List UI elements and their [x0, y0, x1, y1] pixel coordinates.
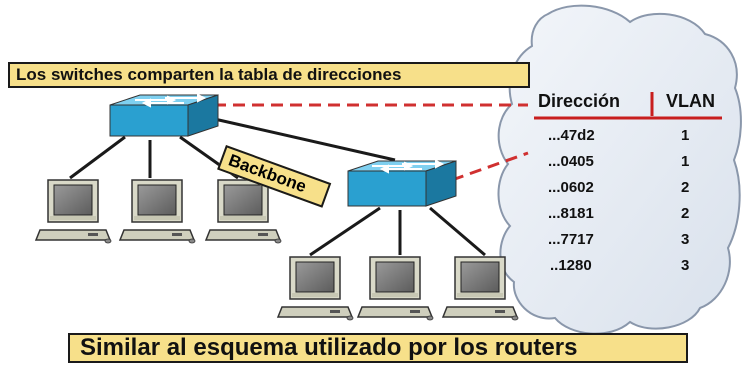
switch-2	[347, 159, 457, 207]
workstation-icon	[357, 256, 434, 321]
switch-1	[109, 93, 219, 137]
workstation-icon	[119, 179, 196, 244]
address-cell: ..1280	[550, 257, 592, 274]
table-header-address: Dirección	[538, 91, 621, 111]
table-header-vlan: VLAN	[666, 91, 715, 111]
switch-2-arrows-icon	[372, 159, 445, 174]
workstation-icon	[277, 256, 354, 321]
switch-1-arrows-icon	[135, 93, 207, 108]
vlan-cell: 1	[681, 127, 690, 144]
address-cell: ...0405	[548, 153, 594, 170]
vlan-cell: 2	[681, 179, 690, 196]
address-cell: ...8181	[548, 205, 594, 222]
address-cell: ...0602	[548, 179, 594, 196]
workstation-icon	[35, 179, 112, 244]
address-table-cloud	[497, 4, 742, 335]
workstation-icon	[205, 179, 282, 244]
vlan-cell: 1	[681, 153, 690, 170]
switch-2-cables	[309, 206, 486, 257]
switch-1-cables	[69, 135, 239, 180]
top-caption: Los switches comparten la tabla de direc…	[8, 62, 530, 88]
address-cell: ...47d2	[548, 127, 595, 144]
dashed-link-lower	[451, 151, 529, 182]
vlan-cell: 2	[681, 205, 690, 222]
vlan-cell: 3	[681, 257, 690, 274]
bottom-caption: Similar al esquema utilizado por los rou…	[68, 333, 688, 363]
vlan-cell: 3	[681, 231, 690, 248]
address-cell: ...7717	[548, 231, 594, 248]
backbone-cable	[209, 116, 396, 162]
